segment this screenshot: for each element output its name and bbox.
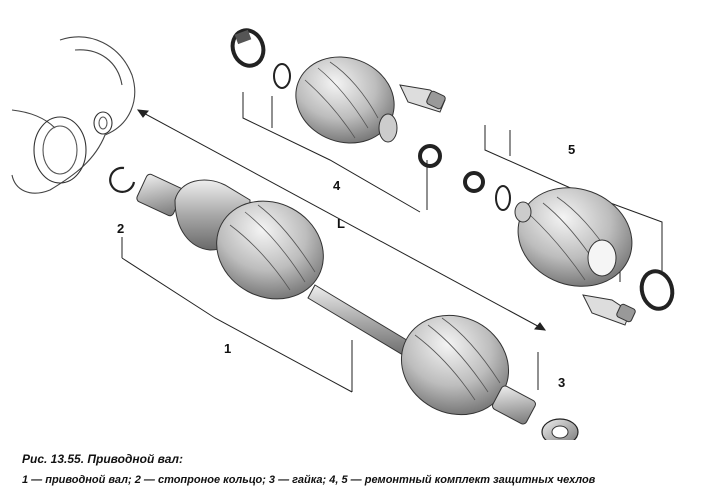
gearbox-housing-sketch [11, 36, 136, 194]
nut-3 [541, 418, 579, 446]
callout-4: 4 [333, 178, 341, 193]
callout-1: 1 [224, 341, 232, 356]
figure-caption: Рис. 13.55. Приводной вал: 1 — приводной… [12, 440, 702, 490]
callout-L: L [337, 216, 345, 231]
leader-lines [121, 92, 663, 393]
callout-5: 5 [568, 142, 576, 157]
drive-shaft [136, 173, 536, 425]
callout-2: 2 [117, 221, 125, 236]
callout-3: 3 [558, 375, 566, 390]
repair-kit-4 [230, 28, 446, 168]
caption-title: Рис. 13.55. Приводной вал: [22, 452, 183, 466]
circlip-2 [109, 166, 136, 193]
caption-legend: 1 — приводной вал; 2 — стопроное кольцо;… [22, 474, 596, 486]
repair-kit-5 [463, 171, 675, 326]
